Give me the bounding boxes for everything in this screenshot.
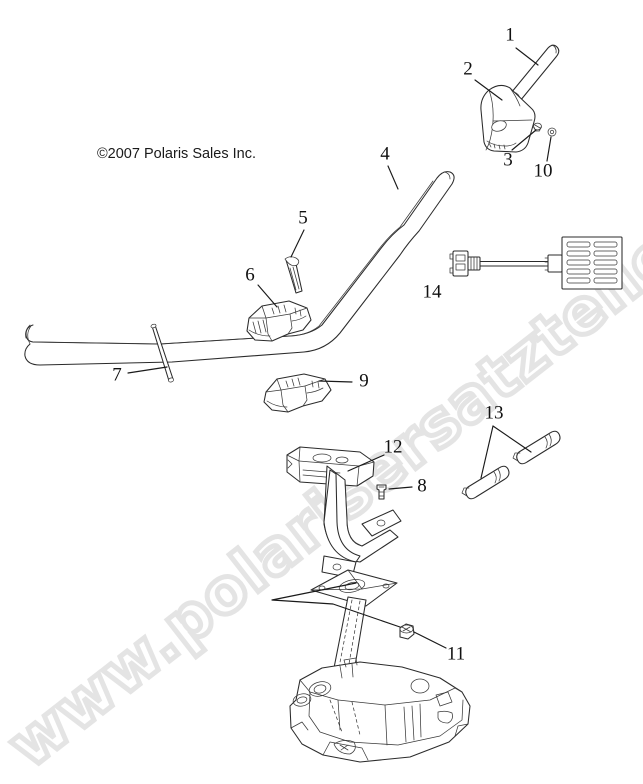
part-5-bolt bbox=[284, 256, 303, 294]
callout-8: 8 bbox=[417, 475, 427, 496]
part-11-nut bbox=[399, 623, 415, 640]
callout-labels: 1 2 3 4 5 6 7 8 9 10 11 12 13 14 bbox=[112, 24, 552, 664]
leader-6 bbox=[257, 284, 278, 308]
part-4-handlebar bbox=[24, 171, 455, 366]
callout-3: 3 bbox=[503, 149, 513, 170]
leader-7 bbox=[127, 366, 168, 374]
copyright-notice: ©2007 Polaris Sales Inc. bbox=[97, 146, 256, 162]
leader-lines bbox=[127, 47, 552, 649]
leader-4 bbox=[387, 165, 399, 190]
part-6-clamp-upper bbox=[246, 300, 312, 342]
steering-post-assembly bbox=[310, 569, 398, 685]
callout-14: 14 bbox=[423, 281, 443, 302]
callout-9: 9 bbox=[359, 370, 369, 391]
callout-12: 12 bbox=[384, 436, 403, 457]
leader-9 bbox=[318, 380, 353, 383]
chassis-frame-casting bbox=[289, 657, 471, 763]
callout-6: 6 bbox=[245, 264, 255, 285]
callout-5: 5 bbox=[298, 207, 308, 228]
callout-13: 13 bbox=[485, 402, 504, 423]
part-2-throttle-block-housing bbox=[480, 84, 536, 153]
leader-8 bbox=[388, 486, 413, 490]
callout-11: 11 bbox=[447, 643, 465, 664]
callout-1: 1 bbox=[505, 24, 515, 45]
part-10-washer bbox=[547, 127, 557, 137]
callout-7: 7 bbox=[112, 364, 122, 385]
part-8-rivet bbox=[376, 484, 387, 500]
part-14-wiring-harness bbox=[449, 236, 623, 290]
part-13-grip-end-caps bbox=[461, 430, 561, 500]
leader-13-a bbox=[480, 425, 494, 479]
copyright-text: ©2007 Polaris Sales Inc. bbox=[97, 146, 256, 162]
leader-12 bbox=[347, 454, 385, 472]
part-9-clamp-lower bbox=[263, 373, 332, 413]
callout-4: 4 bbox=[380, 143, 390, 164]
leader-10 bbox=[546, 136, 552, 162]
leader-11 bbox=[413, 631, 447, 649]
leader-3 bbox=[511, 129, 537, 151]
leader-11-zigzag bbox=[271, 582, 401, 628]
part-12-mounting-bracket bbox=[286, 446, 402, 579]
leader-5 bbox=[290, 229, 305, 258]
callout-2: 2 bbox=[463, 58, 473, 79]
leader-1 bbox=[515, 47, 539, 66]
leader-2 bbox=[474, 79, 503, 101]
callout-10: 10 bbox=[534, 160, 553, 181]
part-3-screw bbox=[533, 122, 542, 132]
leader-13-b bbox=[492, 425, 532, 453]
part-7-long-bolt bbox=[150, 323, 174, 383]
